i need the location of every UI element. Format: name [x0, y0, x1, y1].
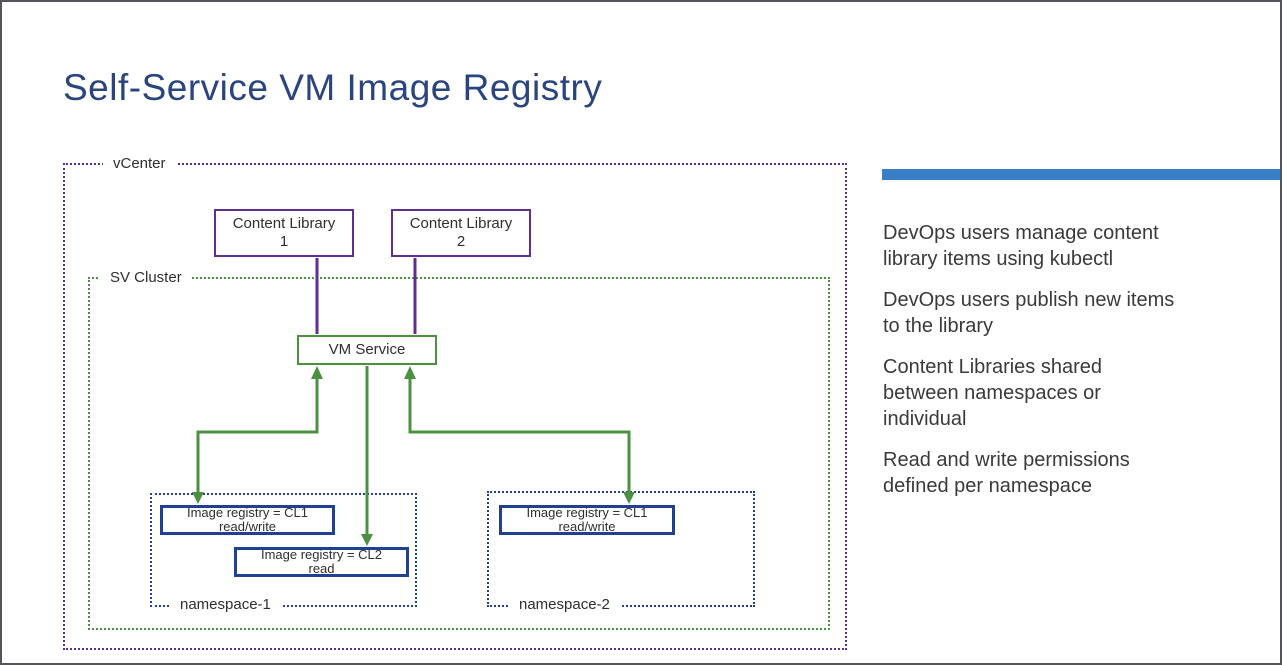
namespace-2-box: namespace-2: [487, 491, 755, 615]
note-item: DevOps users publish new items to the li…: [883, 289, 1175, 337]
namespace-2-label: namespace-2: [509, 595, 620, 615]
content-library-1-line2: 1: [279, 233, 289, 250]
accent-bar: [882, 169, 1280, 180]
ns1-image-registry-cl1-box: Image registry = CL1 read/write: [160, 505, 335, 535]
vcenter-box: vCenter: [63, 154, 847, 650]
namespace-1-label: namespace-1: [170, 595, 281, 615]
ns1-registry-cl1-line1: Image registry = CL1: [186, 505, 309, 520]
vm-service-box: VM Service: [297, 335, 437, 365]
ns1-registry-cl2-line1: Image registry = CL2: [260, 547, 383, 562]
namespace-1-box: namespace-1: [150, 493, 417, 615]
ns2-image-registry-cl1-box: Image registry = CL1 read/write: [499, 505, 675, 535]
vm-service-label: VM Service: [328, 341, 406, 358]
note-item: DevOps users manage content library item…: [883, 222, 1159, 270]
page-title: Self-Service VM Image Registry: [63, 66, 603, 108]
content-library-2-line1: Content Library: [409, 215, 513, 232]
ns1-registry-cl1-line2: read/write: [218, 519, 277, 534]
note-item: Content Libraries shared between namespa…: [883, 356, 1103, 430]
sv-cluster-label: SV Cluster: [100, 268, 192, 288]
ns1-registry-cl2-line2: read: [308, 561, 335, 576]
ns2-registry-cl1-line1: Image registry = CL1: [526, 505, 648, 520]
vcenter-label: vCenter: [103, 154, 176, 174]
content-library-2-line2: 2: [456, 233, 466, 250]
notes-panel: DevOps users manage content library item…: [883, 220, 1233, 514]
content-library-2-box: Content Library 2: [391, 209, 531, 257]
content-library-1-box: Content Library 1: [214, 209, 354, 257]
note-item: Read and write permissions defined per n…: [883, 449, 1130, 497]
ns1-image-registry-cl2-box: Image registry = CL2 read: [234, 547, 409, 577]
sv-cluster-box: SV Cluster: [88, 268, 830, 630]
content-library-1-line1: Content Library: [232, 215, 336, 232]
ns2-registry-cl1-line2: read/write: [558, 519, 616, 534]
